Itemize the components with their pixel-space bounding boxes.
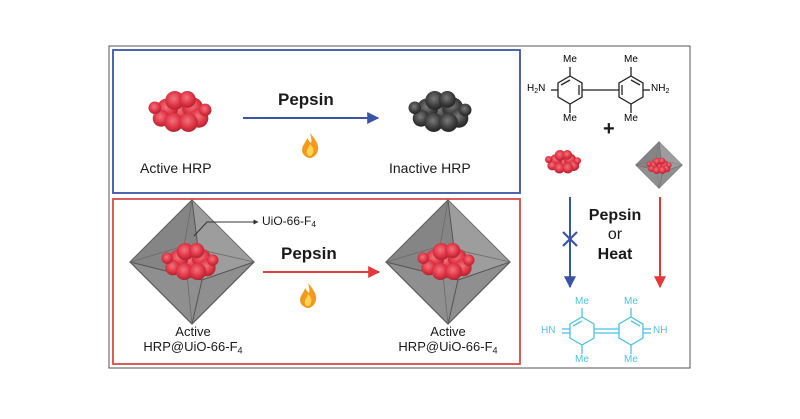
substrate-structure (551, 67, 650, 113)
outer-frame (108, 45, 691, 369)
framework-label: UiO-66-F4 (262, 214, 317, 230)
amine-label-right: NH2 (651, 83, 670, 95)
product-me-bottom-right: Me (624, 354, 638, 365)
bottom-arrow-label: Pepsin (281, 244, 337, 263)
right-composite-label: Active HRP@UiO-66-F4 (398, 324, 498, 356)
product-me-bottom-left: Me (575, 354, 589, 365)
oxidized-product-structure (562, 308, 651, 354)
me-label-bottom-right: Me (624, 113, 638, 124)
product-me-top-left: Me (575, 296, 589, 307)
me-label-top-right: Me (624, 54, 638, 65)
top-arrow-label: Pepsin (278, 90, 334, 109)
inactive-hrp-label: Inactive HRP (389, 160, 471, 176)
cross-icon (562, 231, 578, 247)
condition-heat: Heat (597, 246, 633, 263)
condition-or: or (607, 226, 623, 243)
bottom-panel-box (112, 198, 521, 365)
condition-pepsin: Pepsin (588, 207, 642, 224)
plus-sign: + (603, 118, 615, 140)
left-composite-label: Active HRP@UiO-66-F4 (143, 324, 243, 356)
imine-label-right: NH (653, 325, 668, 336)
active-hrp-label: Active HRP (140, 160, 212, 176)
me-label-bottom-left: Me (563, 113, 577, 124)
product-me-top-right: Me (624, 296, 638, 307)
amine-label-left: H2N (527, 83, 546, 95)
imine-label-left: HN (541, 325, 556, 336)
top-panel-box (112, 49, 521, 194)
framework-pointer-line (193, 219, 259, 237)
me-label-top-left: Me (563, 54, 577, 65)
